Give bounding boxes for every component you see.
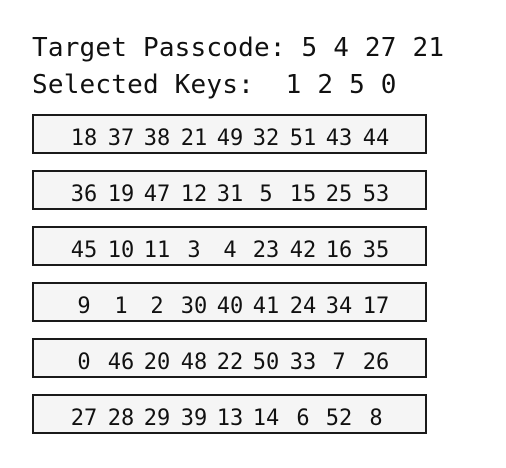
target-passcode-label: Target Passcode:	[32, 33, 286, 63]
key-button[interactable]: 35	[362, 238, 390, 263]
key-button[interactable]: 26	[362, 350, 390, 375]
key-button[interactable]: 22	[216, 350, 244, 375]
key-button[interactable]: 10	[107, 238, 135, 263]
key-button[interactable]: 21	[180, 126, 208, 151]
key-row: 18 37 38 21 49 32 51 43 44	[32, 114, 427, 154]
key-button[interactable]: 50	[252, 350, 280, 375]
key-button[interactable]: 16	[325, 238, 353, 263]
key-button[interactable]: 23	[252, 238, 280, 263]
key-button[interactable]: 48	[180, 350, 208, 375]
key-button[interactable]: 53	[362, 182, 390, 207]
target-passcode-line: Target Passcode: 5 4 27 21	[32, 33, 444, 63]
key-button[interactable]: 30	[180, 294, 208, 319]
key-button[interactable]: 36	[70, 182, 98, 207]
key-button[interactable]: 46	[107, 350, 135, 375]
key-button[interactable]: 17	[362, 294, 390, 319]
key-button[interactable]: 34	[325, 294, 353, 319]
key-button[interactable]: 33	[289, 350, 317, 375]
selected-keys-label: Selected Keys:	[32, 70, 254, 100]
key-button[interactable]: 45	[70, 238, 98, 263]
selected-keys-value: 1 2 5 0	[285, 70, 397, 100]
key-button[interactable]: 51	[289, 126, 317, 151]
selected-keys-line: Selected Keys: 1 2 5 0	[32, 70, 397, 100]
key-button[interactable]: 24	[289, 294, 317, 319]
key-button[interactable]: 8	[369, 406, 383, 431]
key-button[interactable]: 3	[187, 238, 201, 263]
key-button[interactable]: 25	[325, 182, 353, 207]
key-button[interactable]: 18	[70, 126, 98, 151]
key-button[interactable]: 47	[143, 182, 171, 207]
key-button[interactable]: 43	[325, 126, 353, 151]
key-button[interactable]: 42	[289, 238, 317, 263]
key-button[interactable]: 49	[216, 126, 244, 151]
key-button[interactable]: 40	[216, 294, 244, 319]
key-button[interactable]: 20	[143, 350, 171, 375]
key-button[interactable]: 28	[107, 406, 135, 431]
key-button[interactable]: 14	[252, 406, 280, 431]
key-button[interactable]: 12	[180, 182, 208, 207]
target-passcode-value: 5 4 27 21	[301, 33, 445, 63]
key-button[interactable]: 0	[77, 350, 91, 375]
key-button[interactable]: 32	[252, 126, 280, 151]
key-button[interactable]: 5	[259, 182, 273, 207]
key-button[interactable]: 19	[107, 182, 135, 207]
key-button[interactable]: 37	[107, 126, 135, 151]
key-button[interactable]: 29	[143, 406, 171, 431]
key-button[interactable]: 1	[114, 294, 128, 319]
key-button[interactable]: 6	[296, 406, 310, 431]
key-button[interactable]: 13	[216, 406, 244, 431]
key-button[interactable]: 27	[70, 406, 98, 431]
key-row: 0 46 20 48 22 50 33 7 26	[32, 338, 427, 378]
key-button[interactable]: 52	[325, 406, 353, 431]
key-button[interactable]: 9	[77, 294, 91, 319]
key-button[interactable]: 4	[223, 238, 237, 263]
key-row: 36 19 47 12 31 5 15 25 53	[32, 170, 427, 210]
key-button[interactable]: 39	[180, 406, 208, 431]
key-button[interactable]: 11	[143, 238, 171, 263]
key-button[interactable]: 44	[362, 126, 390, 151]
key-button[interactable]: 7	[332, 350, 346, 375]
key-button[interactable]: 41	[252, 294, 280, 319]
key-button[interactable]: 38	[143, 126, 171, 151]
key-row: 27 28 29 39 13 14 6 52 8	[32, 394, 427, 434]
key-button[interactable]: 15	[289, 182, 317, 207]
key-button[interactable]: 2	[150, 294, 164, 319]
key-button[interactable]: 31	[216, 182, 244, 207]
